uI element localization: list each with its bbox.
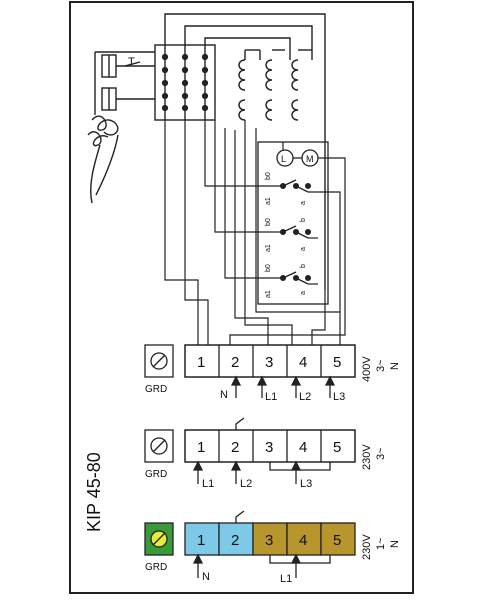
contact-label-a-3: a (300, 291, 307, 295)
terminal-5: 5 (333, 532, 341, 549)
terminal-2: 2 (231, 439, 239, 456)
contact-label-b-1: b (300, 218, 307, 222)
model-title: KIP 45-80 (84, 452, 104, 532)
label-l3: L3 (333, 391, 345, 403)
phase-label: 3~ (375, 447, 387, 460)
label-l1: L1 (280, 573, 292, 585)
voltage-label: 400V (361, 356, 373, 382)
lamp-label: L (281, 154, 286, 164)
ground-label: GRD (145, 562, 167, 573)
ground-label: GRD (145, 384, 167, 395)
terminal-2: 2 (231, 354, 239, 371)
terminal-4: 4 (299, 354, 307, 371)
terminal-4: 4 (299, 439, 307, 456)
switch-position-labels: b0 a1 b0 a1 b0 a1 a b a b a (265, 172, 307, 298)
switch-label-b0-2: b0 (265, 218, 272, 226)
terminal-block-400v: GRD 1 2 3 4 5 N L1 L2 L3 400V 3~ N (144, 344, 401, 403)
contact-label-a-2: a (300, 247, 307, 251)
terminal-1: 1 (197, 354, 205, 371)
thermostat-label: T (128, 56, 135, 68)
internal-wiring (164, 120, 346, 345)
ground-terminal (144, 344, 174, 378)
ground-label: GRD (145, 469, 167, 480)
motor-label: M (306, 154, 314, 164)
label-l1: L1 (265, 391, 277, 403)
label-l2: L2 (299, 391, 311, 403)
terminal-block-230v-1ph: GRD 1 2 3 4 5 N L1 230V 1~ N (144, 510, 401, 585)
terminal-1: 1 (197, 439, 205, 456)
neutral-label: N (389, 540, 401, 548)
switch-label-b0-1: b0 (265, 172, 272, 180)
terminal-1: 1 (197, 532, 205, 549)
label-n: N (202, 571, 210, 583)
voltage-label: 230V (361, 534, 373, 560)
neutral-label: N (389, 362, 401, 370)
label-l1: L1 (202, 478, 214, 490)
terminal-5: 5 (333, 439, 341, 456)
label-l2: L2 (240, 478, 252, 490)
contact-label-b-2: b (300, 264, 307, 268)
terminal-4: 4 (299, 532, 307, 549)
contact-label-a-1: a (300, 201, 307, 205)
label-l3: L3 (300, 478, 312, 490)
phase-label: 3~ (375, 359, 387, 372)
terminal-3: 3 (265, 439, 273, 456)
switch-label-a1-3: a1 (265, 290, 272, 298)
terminal-3: 3 (265, 532, 273, 549)
voltage-label: 230V (361, 444, 373, 470)
phase-label: 1~ (375, 537, 387, 550)
switch-label-a1-2: a1 (265, 244, 272, 252)
terminal-3: 3 (265, 354, 273, 371)
terminal-5: 5 (333, 354, 341, 371)
heating-elements (87, 13, 326, 290)
selector-switch (257, 141, 329, 305)
terminal-block-230v-3ph: GRD 1 2 3 4 5 L1 L2 L3 230V 3~ (144, 417, 387, 490)
switch-label-b0-3: b0 (265, 264, 272, 272)
label-n: N (220, 389, 228, 401)
diagram-frame (69, 1, 414, 594)
switch-label-a1-1: a1 (265, 197, 272, 205)
terminal-2: 2 (231, 532, 239, 549)
